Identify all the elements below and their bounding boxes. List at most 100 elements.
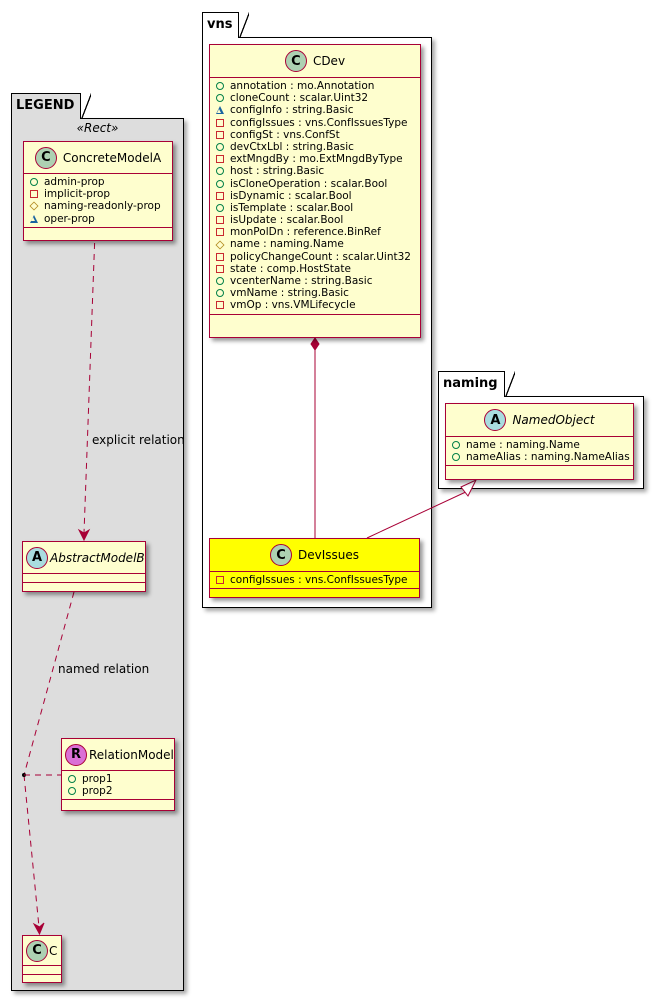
class-name: C [49, 943, 58, 958]
protected-visibility-icon [29, 201, 39, 211]
class-name: CDev [312, 54, 346, 68]
class-named-object[interactable]: A NamedObject name : naming.Name nameAli… [445, 403, 634, 480]
public-visibility-icon [452, 453, 460, 462]
attribute-row: vmOp : vns.VMLifecycle [216, 299, 420, 311]
attribute-row: extMngdBy : mo.ExtMngdByType [216, 153, 420, 165]
private-visibility-icon [216, 301, 224, 310]
attribute-row: name : naming.Name [452, 439, 633, 451]
operation-list [62, 800, 174, 808]
public-visibility-icon [216, 82, 224, 91]
attribute-row: vmName : string.Basic [216, 287, 420, 299]
explicit-relation-arrowhead [77, 528, 91, 542]
operation-list [24, 228, 172, 236]
attribute-row: admin-prop [30, 176, 172, 188]
private-visibility-icon [216, 576, 224, 585]
class-name: DevIssues [297, 548, 359, 562]
attribute-row: name : naming.Name [215, 238, 420, 250]
attribute-list: name : naming.Name nameAlias : naming.Na… [446, 437, 633, 467]
attribute-row: host : string.Basic [216, 165, 420, 177]
attribute-row: monPolDn : reference.BinRef [216, 226, 420, 238]
attribute-row: cloneCount : scalar.Uint32 [216, 92, 420, 104]
attribute-row: annotation : mo.Annotation [216, 80, 420, 92]
named-relation-label: named relation [58, 662, 150, 676]
attribute-row: configInfo : string.Basic [216, 104, 420, 116]
class-icon: C [34, 146, 57, 169]
attribute-row: configIssues : vns.ConfIssuesType [216, 117, 420, 129]
class-name: NamedObject [512, 413, 595, 427]
vns-package-tab: vns [202, 12, 251, 38]
private-visibility-icon [30, 190, 38, 199]
attribute-row: isDynamic : scalar.Bool [216, 190, 420, 202]
attribute-row: implicit-prop [30, 188, 172, 200]
public-visibility-icon [30, 178, 38, 187]
package-visibility-icon [30, 214, 38, 223]
attribute-row: configSt : vns.ConfSt [216, 129, 420, 141]
relation-class-icon: R [65, 743, 87, 766]
attribute-list [23, 574, 145, 583]
explicit-relation-label: explicit relation [92, 433, 185, 447]
class-cdev[interactable]: C CDev annotation : mo.Annotation cloneC… [209, 44, 421, 338]
inheritance-arrowhead [460, 478, 478, 497]
attribute-row: isTemplate : scalar.Bool [216, 202, 420, 214]
class-relation-model[interactable]: R RelationModel prop1 prop2 [61, 738, 175, 811]
class-name: ConcreteModelA [62, 150, 162, 165]
public-visibility-icon [216, 143, 224, 152]
class-abstract-model-b[interactable]: A AbstractModelB [22, 541, 146, 592]
public-visibility-icon [216, 277, 224, 286]
public-visibility-icon [68, 775, 76, 784]
attribute-row: isUpdate : scalar.Bool [216, 214, 420, 226]
public-visibility-icon [216, 167, 224, 176]
attribute-list: configIssues : vns.ConfIssuesType [210, 572, 419, 590]
package-visibility-icon [216, 106, 224, 115]
attribute-list: prop1 prop2 [62, 771, 174, 801]
legend-stereotype: «Rect» [76, 121, 119, 135]
public-visibility-icon [216, 289, 224, 298]
class-icon: C [269, 544, 292, 566]
legend-package-name: LEGEND [16, 98, 75, 113]
private-visibility-icon [216, 252, 224, 261]
attribute-row: vcenterName : string.Basic [216, 275, 420, 287]
class-concrete-model-a[interactable]: C ConcreteModelA admin-prop implicit-pro… [23, 141, 173, 241]
legend-package-tab: LEGEND [11, 93, 92, 119]
private-visibility-icon [216, 118, 224, 127]
operation-list [210, 315, 420, 323]
named-relation-line-upper [23, 591, 75, 776]
attribute-row: prop1 [68, 773, 174, 785]
attribute-row: oper-prop [30, 213, 172, 225]
naming-package-name: naming [443, 376, 498, 391]
vns-package-name: vns [207, 17, 233, 32]
private-visibility-icon [216, 216, 224, 225]
operation-list [23, 975, 61, 983]
attribute-row: nameAlias : naming.NameAlias [452, 451, 633, 463]
private-visibility-icon [216, 191, 224, 200]
class-dev-issues[interactable]: C DevIssues configIssues : vns.ConfIssue… [209, 538, 420, 598]
attribute-list: annotation : mo.Annotation cloneCount : … [210, 78, 420, 315]
class-icon: C [26, 939, 48, 962]
operation-list [23, 583, 145, 591]
private-visibility-icon [216, 228, 224, 237]
attribute-list: admin-prop implicit-prop naming-readonly… [24, 174, 172, 228]
explicit-relation-line [83, 231, 96, 534]
abstract-class-icon: A [484, 409, 507, 431]
attribute-row: policyChangeCount : scalar.Uint32 [216, 251, 420, 263]
class-name: RelationModel [89, 747, 174, 762]
class-c[interactable]: C C [22, 935, 62, 983]
attribute-list [23, 966, 61, 975]
public-visibility-icon [216, 179, 224, 188]
class-name: AbstractModelB [50, 550, 145, 565]
inheritance-line [366, 489, 471, 539]
public-visibility-icon [216, 203, 224, 212]
operation-list [210, 589, 419, 597]
composition-diamond [310, 337, 320, 351]
attribute-row: configIssues : vns.ConfIssuesType [216, 574, 419, 586]
attribute-row: devCtxLbl : string.Basic [216, 141, 420, 153]
attribute-row: isCloneOperation : scalar.Bool [216, 178, 420, 190]
naming-package-tab: naming [438, 371, 515, 397]
abstract-class-icon: A [26, 546, 48, 569]
named-relation-arrowhead [32, 922, 45, 936]
private-visibility-icon [216, 264, 224, 273]
attribute-row: prop2 [68, 785, 174, 797]
attribute-row: state : comp.HostState [216, 263, 420, 275]
private-visibility-icon [216, 130, 224, 139]
